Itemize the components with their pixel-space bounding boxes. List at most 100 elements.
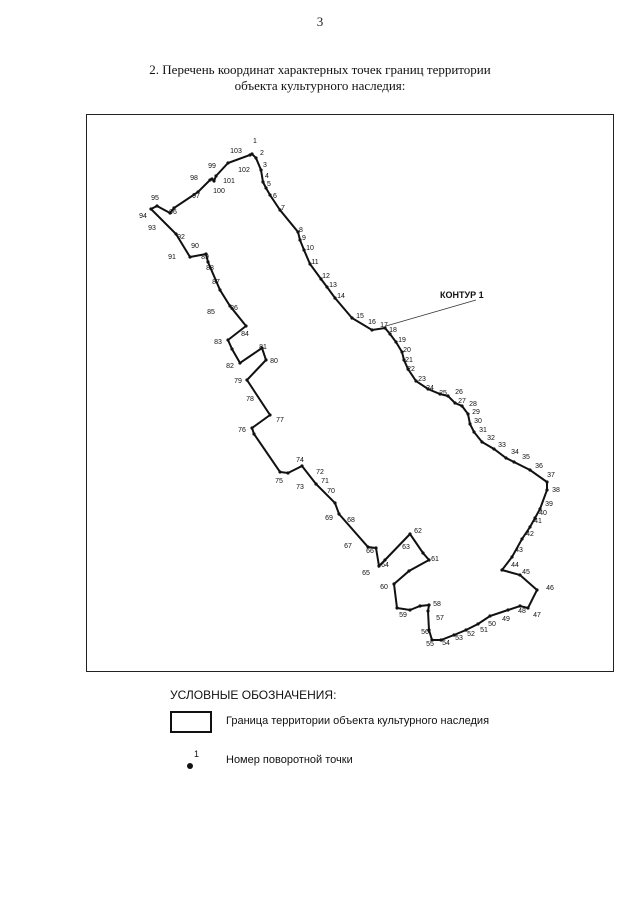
turning-point-marker bbox=[408, 532, 412, 536]
map-frame bbox=[86, 114, 614, 672]
turning-point-label: 67 bbox=[344, 543, 352, 550]
page-heading: 2. Перечень координат характерных точек … bbox=[0, 62, 640, 94]
turning-point-marker bbox=[452, 633, 456, 637]
turning-point-marker bbox=[218, 288, 222, 292]
turning-point-marker bbox=[400, 350, 404, 354]
turning-point-label: 55 bbox=[426, 641, 434, 648]
turning-point-marker bbox=[264, 186, 268, 190]
turning-point-marker bbox=[510, 555, 514, 559]
turning-point-marker bbox=[214, 174, 218, 178]
point-legend-dot-icon bbox=[187, 763, 193, 769]
turning-point-marker bbox=[264, 358, 268, 362]
turning-point-marker bbox=[383, 326, 387, 330]
turning-point-marker bbox=[350, 316, 354, 320]
turning-point-label: 9 bbox=[302, 235, 306, 242]
turning-point-label: 45 bbox=[522, 569, 530, 576]
turning-point-label: 85 bbox=[207, 309, 215, 316]
turning-point-label: 57 bbox=[436, 615, 444, 622]
turning-point-label: 71 bbox=[321, 478, 329, 485]
turning-point-label: 64 bbox=[381, 562, 389, 569]
turning-point-marker bbox=[226, 338, 230, 342]
turning-point-label: 103 bbox=[230, 148, 242, 155]
turning-point-marker bbox=[545, 488, 549, 492]
turning-point-label: 24 bbox=[426, 385, 434, 392]
turning-point-marker bbox=[259, 168, 263, 172]
turning-point-marker bbox=[476, 622, 480, 626]
turning-point-label: 62 bbox=[414, 528, 422, 535]
turning-point-label: 27 bbox=[458, 398, 466, 405]
turning-point-marker bbox=[155, 204, 159, 208]
turning-point-label: 43 bbox=[515, 547, 523, 554]
turning-point-marker bbox=[268, 413, 272, 417]
turning-point-marker bbox=[370, 328, 374, 332]
turning-point-marker bbox=[333, 296, 337, 300]
turning-point-marker bbox=[512, 460, 516, 464]
turning-point-label: 80 bbox=[270, 358, 278, 365]
turning-point-marker bbox=[149, 207, 153, 211]
turning-point-marker bbox=[268, 193, 272, 197]
turning-point-marker bbox=[260, 346, 264, 350]
boundary-legend-symbol bbox=[170, 711, 212, 733]
turning-point-label: 77 bbox=[276, 417, 284, 424]
heading-line-2: объекта культурного наследия: bbox=[234, 78, 406, 93]
turning-point-marker bbox=[426, 387, 430, 391]
turning-point-marker bbox=[319, 277, 323, 281]
turning-point-marker bbox=[333, 501, 337, 505]
turning-point-label: 37 bbox=[547, 472, 555, 479]
turning-point-label: 56 bbox=[421, 629, 429, 636]
turning-point-label: 28 bbox=[469, 401, 477, 408]
turning-point-marker bbox=[468, 422, 472, 426]
turning-point-label: 14 bbox=[337, 293, 345, 300]
turning-point-label: 52 bbox=[467, 631, 475, 638]
turning-point-label: 78 bbox=[246, 396, 254, 403]
turning-point-label: 100 bbox=[213, 188, 225, 195]
turning-point-marker bbox=[383, 558, 387, 562]
turning-point-marker bbox=[526, 606, 530, 610]
legend-title: УСЛОВНЫЕ ОБОЗНАЧЕНИЯ: bbox=[170, 688, 337, 702]
turning-point-label: 65 bbox=[362, 570, 370, 577]
turning-point-marker bbox=[388, 332, 392, 336]
turning-point-label: 44 bbox=[511, 562, 519, 569]
turning-point-label: 36 bbox=[535, 463, 543, 470]
turning-point-label: 87 bbox=[212, 279, 220, 286]
turning-point-marker bbox=[407, 569, 411, 573]
turning-point-label: 93 bbox=[148, 225, 156, 232]
turning-point-marker bbox=[500, 568, 504, 572]
turning-point-marker bbox=[518, 604, 522, 608]
turning-point-label: 32 bbox=[487, 435, 495, 442]
turning-point-label: 96 bbox=[169, 209, 177, 216]
turning-point-marker bbox=[394, 340, 398, 344]
turning-point-marker bbox=[395, 606, 399, 610]
turning-point-marker bbox=[439, 638, 443, 642]
turning-point-marker bbox=[314, 482, 318, 486]
turning-point-label: 53 bbox=[455, 635, 463, 642]
turning-point-marker bbox=[427, 558, 431, 562]
turning-point-label: 69 bbox=[325, 515, 333, 522]
turning-point-marker bbox=[228, 304, 232, 308]
turning-point-label: 72 bbox=[316, 469, 324, 476]
turning-point-marker bbox=[421, 551, 425, 555]
turning-point-marker bbox=[210, 177, 214, 181]
turning-point-label: 33 bbox=[498, 442, 506, 449]
turning-point-marker bbox=[427, 628, 431, 632]
heading-line-1: 2. Перечень координат характерных точек … bbox=[149, 62, 491, 77]
turning-point-label: 39 bbox=[545, 501, 553, 508]
boundary-legend-label: Граница территории объекта культурного н… bbox=[226, 715, 490, 727]
turning-point-marker bbox=[426, 609, 430, 613]
contour-label: КОНТУР 1 bbox=[440, 290, 484, 300]
turning-point-marker bbox=[250, 426, 254, 430]
turning-point-marker bbox=[238, 361, 242, 365]
turning-point-marker bbox=[406, 367, 410, 371]
turning-point-marker bbox=[488, 614, 492, 618]
turning-point-marker bbox=[278, 208, 282, 212]
point-legend-number: 1 bbox=[194, 749, 200, 759]
turning-point-marker bbox=[366, 545, 370, 549]
turning-point-marker bbox=[528, 468, 532, 472]
turning-point-marker bbox=[377, 564, 381, 568]
turning-point-marker bbox=[278, 470, 282, 474]
turning-point-label: 59 bbox=[399, 612, 407, 619]
turning-point-label: 11 bbox=[311, 259, 318, 266]
turning-point-marker bbox=[545, 480, 549, 484]
turning-point-label: 49 bbox=[502, 616, 510, 623]
